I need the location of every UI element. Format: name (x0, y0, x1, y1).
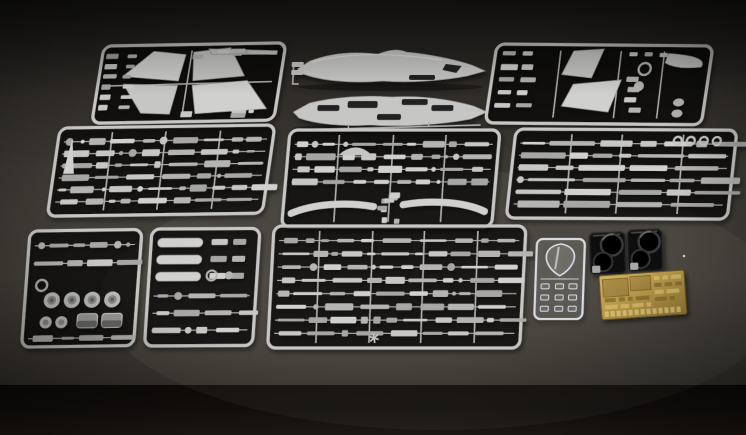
photo-model-kit-layout (0, 0, 746, 435)
vignette-overlay (0, 0, 746, 435)
scene-svg (0, 0, 746, 435)
